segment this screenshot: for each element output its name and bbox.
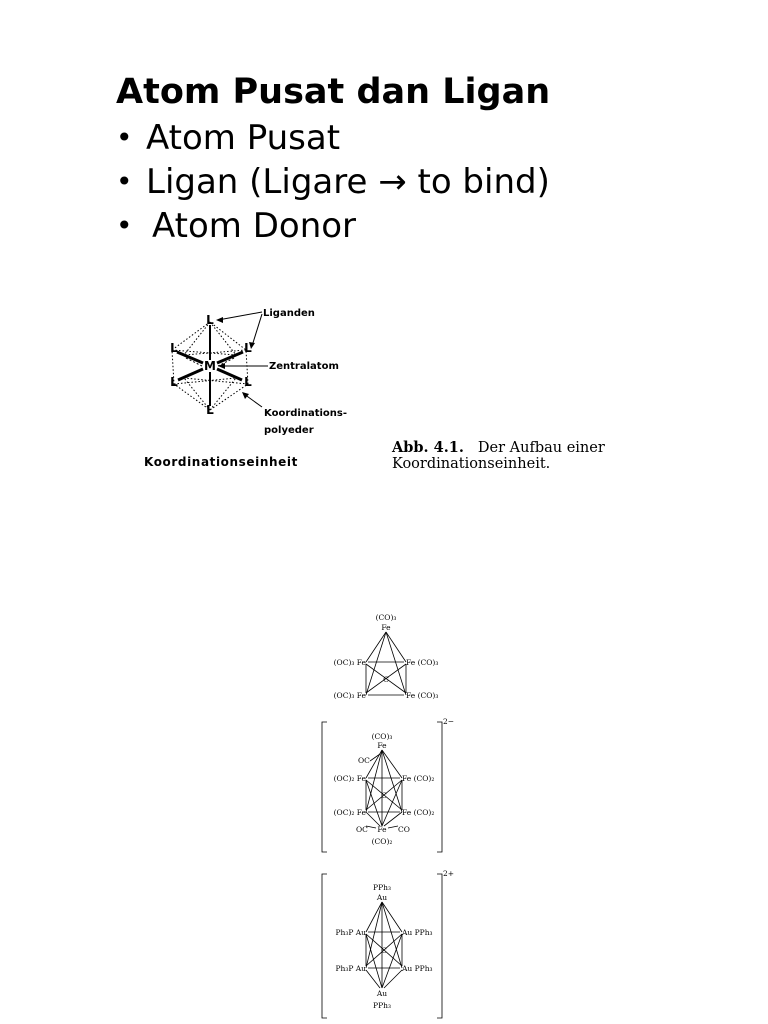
fe6c-oc-upper: OC [358, 756, 370, 765]
au6c-lower-right: Au PPh₃ [401, 964, 433, 973]
fe6c-charge: 2− [443, 717, 454, 726]
bullet-icon: • [116, 165, 133, 198]
fe6c-bonds [365, 749, 403, 829]
ligand-symbol: L [206, 403, 214, 417]
fe6c-lower-left: (OC)₂ Fe [334, 808, 367, 817]
au6c-top-atom: Au [376, 893, 387, 902]
bullet-item-atom-pusat: • Atom Pusat [116, 116, 550, 160]
bullet-text: Atom Donor [152, 206, 357, 246]
fe5c-lower-right: Fe (CO)₃ [406, 691, 438, 700]
bullet-icon: • [116, 209, 133, 242]
fe6c-brackets [321, 721, 443, 853]
au6c-brackets [321, 873, 443, 1019]
au6c-upper-left: Ph₃P Au [335, 928, 366, 937]
bullet-item-atom-donor: • Atom Donor [116, 204, 550, 248]
bullet-icon: • [116, 121, 133, 154]
carbide-cluster-structures: (CO)₃ Fe C (OC)₃ Fe Fe (CO)₃ (OC)₃ Fe Fe… [321, 613, 454, 1019]
polyhedron-edges [171, 321, 249, 411]
au6c-top-group: PPh₃ [373, 883, 391, 892]
bullet-text: Atom Pusat [146, 118, 341, 158]
au6c-bonds [365, 901, 403, 989]
fe5c-upper-left: (OC)₃ Fe [334, 658, 367, 667]
fe5c-upper-right: Fe (CO)₃ [406, 658, 438, 667]
arrowheads [216, 317, 255, 399]
label-polyeder-line2: polyeder [264, 425, 314, 436]
metal-ligand-bonds [176, 325, 244, 406]
label-zentralatom: Zentralatom [269, 361, 339, 372]
ligand-symbol: L [206, 313, 214, 327]
caption-number: Abb. 4.1. [392, 439, 464, 456]
caption-text2: Koordinationseinheit. [392, 456, 551, 472]
metal-symbol: M [204, 359, 216, 373]
figure-caption: Abb. 4.1. Der Aufbau einer Koordinationse… [392, 439, 605, 473]
fe6c-cluster: 2− (CO)₃ Fe C Fe (CO)₂ OC (OC)₂ Fe Fe (C… [321, 717, 454, 853]
fe5c-cluster: (CO)₃ Fe C (OC)₃ Fe Fe (CO)₃ (OC)₃ Fe Fe… [334, 613, 439, 700]
caption-text1: Der Aufbau einer [477, 440, 605, 456]
fe6c-upper-right: Fe (CO)₂ [402, 774, 434, 783]
label-koordinationseinheit: Koordinationseinheit [144, 455, 298, 469]
fe5c-top-group: (CO)₃ [376, 613, 397, 622]
fe6c-top-atom: Fe [377, 741, 387, 750]
au6c-bottom-group: PPh₃ [373, 1001, 391, 1010]
fe6c-bottom-right-co: CO [398, 825, 410, 834]
au6c-charge: 2+ [443, 869, 454, 878]
bullet-text: Ligan (Ligare → to bind) [146, 162, 550, 202]
bullet-item-ligan: • Ligan (Ligare → to bind) [116, 160, 550, 204]
fe6c-center: C [381, 791, 387, 800]
fe6c-bottom-left-oc: OC [356, 825, 368, 834]
slide-title: Atom Pusat dan Ligan [116, 72, 551, 112]
fe6c-lower-right: Fe (CO)₂ [402, 808, 434, 817]
fe6c-bottom-group: (CO)₂ [372, 837, 393, 846]
fe5c-bonds [365, 631, 407, 696]
ligand-symbol: L [244, 341, 252, 355]
ligand-symbol: L [170, 375, 178, 389]
fe5c-lower-left: (OC)₃ Fe [334, 691, 367, 700]
ligand-symbol: L [244, 375, 252, 389]
label-polyeder-line1: Koordinations- [264, 408, 347, 419]
fe6c-upper-left: (OC)₂ Fe [334, 774, 367, 783]
fe6c-bottom-atom: Fe [377, 825, 387, 834]
fe5c-top-atom: Fe [381, 623, 391, 632]
fe5c-center: C [383, 675, 389, 684]
coordination-unit-diagram: L L L L L L M Liganden Zentralatom Koord… [144, 308, 347, 469]
au6c-lower-left: Ph₃P Au [335, 964, 366, 973]
au6c-cluster: 2+ PPh₃ Au C Au PPh₃ Ph₃P Au Au PPh₃ Ph₃… [321, 869, 454, 1019]
au6c-center: C [381, 946, 387, 955]
fe6c-top-group: (CO)₃ [372, 732, 393, 741]
au6c-bottom-atom: Au [376, 989, 387, 998]
ligand-symbol: L [170, 341, 178, 355]
bullet-list: • Atom Pusat • Ligan (Ligare → to bind) … [116, 116, 550, 248]
au6c-upper-right: Au PPh₃ [401, 928, 433, 937]
caption-line1: Abb. 4.1. Der Aufbau einer [392, 439, 605, 457]
label-liganden: Liganden [263, 308, 315, 319]
